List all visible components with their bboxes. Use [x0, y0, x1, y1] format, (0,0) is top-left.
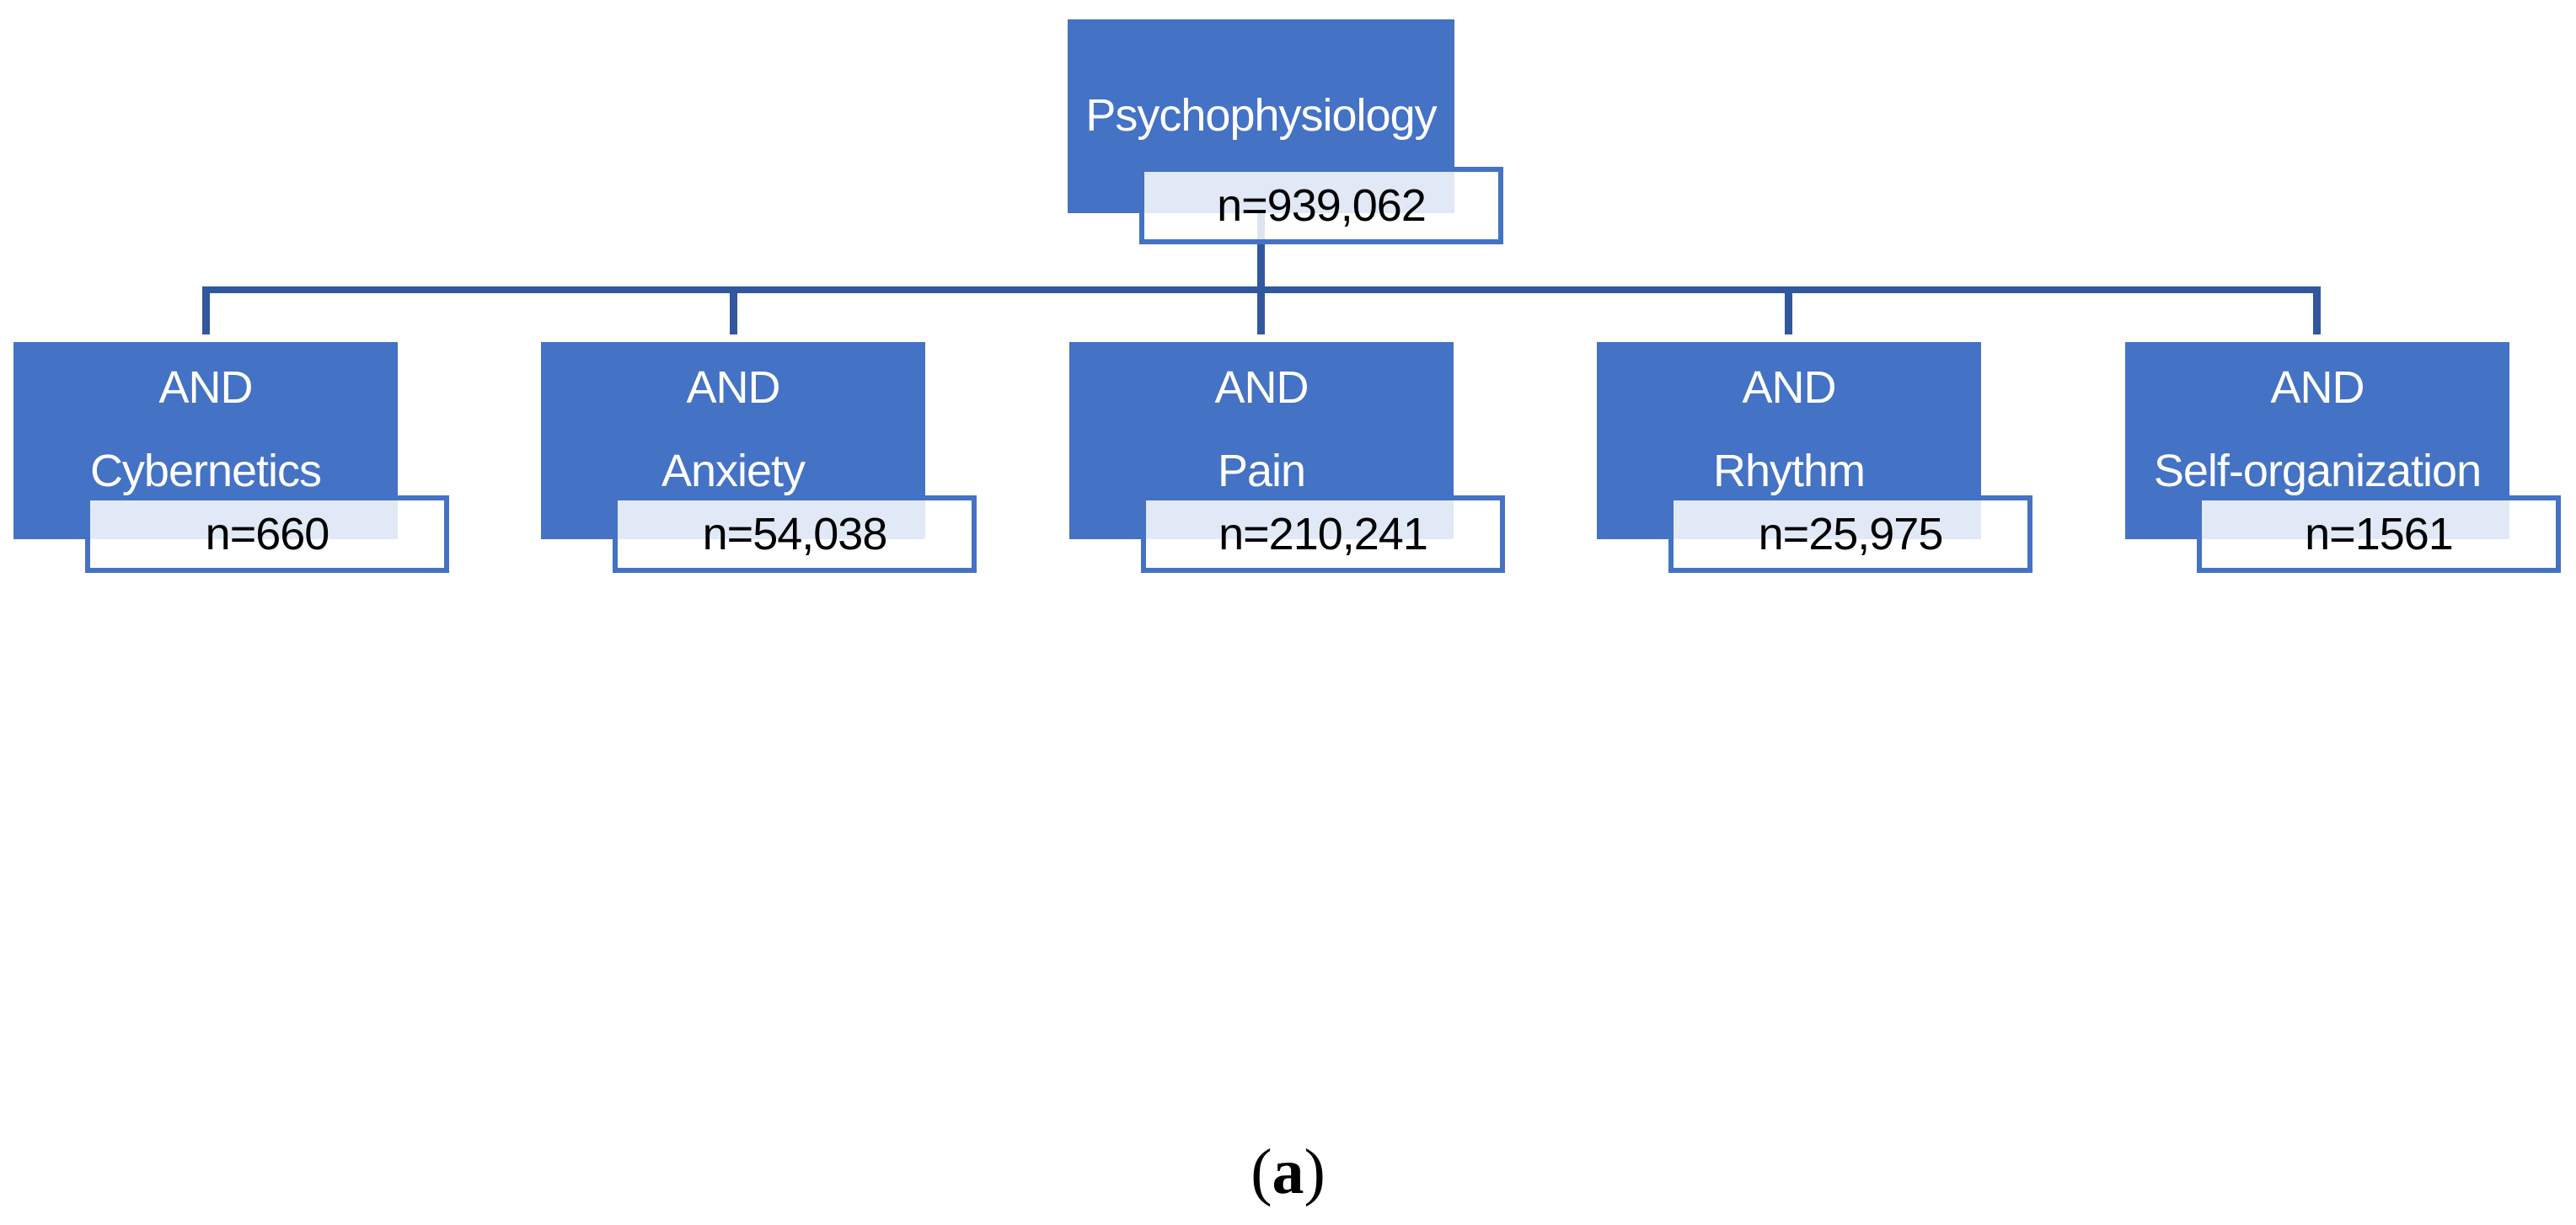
connector-stem-anxiety — [730, 286, 737, 334]
node-self-organization-term: Self-organization — [2153, 446, 2482, 496]
node-root: Psychophysiology n=939,062 — [1068, 19, 1503, 247]
node-root-count-box: n=939,062 — [1139, 167, 1503, 244]
connector-stem-pain — [1257, 286, 1265, 334]
node-pain: AND Pain n=210,241 — [1069, 342, 1505, 578]
node-rhythm-term: Rhythm — [1712, 446, 1866, 496]
figure-caption-close: ) — [1304, 1137, 1325, 1207]
node-self-organization-count: n=1561 — [2305, 509, 2454, 559]
figure-caption: (a) — [0, 1136, 2576, 1209]
node-anxiety-count: n=54,038 — [702, 509, 888, 559]
node-rhythm-count-box: n=25,975 — [1668, 495, 2032, 573]
node-anxiety-operator: AND — [686, 361, 780, 413]
node-pain-count: n=210,241 — [1218, 509, 1428, 559]
node-rhythm-count: n=25,975 — [1758, 509, 1944, 559]
node-pain-count-box: n=210,241 — [1141, 495, 1505, 573]
node-cybernetics-count-box: n=660 — [85, 495, 449, 573]
node-rhythm: AND Rhythm n=25,975 — [1597, 342, 2032, 578]
node-cybernetics-operator: AND — [158, 361, 253, 413]
node-self-organization-operator: AND — [2270, 361, 2364, 413]
node-anxiety-count-box: n=54,038 — [613, 495, 977, 573]
node-pain-term: Pain — [1217, 446, 1306, 496]
node-cybernetics: AND Cybernetics n=660 — [13, 342, 449, 578]
connector-stem-rhythm — [1785, 286, 1792, 334]
node-anxiety: AND Anxiety n=54,038 — [541, 342, 977, 578]
node-root-count: n=939,062 — [1217, 180, 1427, 231]
node-rhythm-operator: AND — [1742, 361, 1836, 413]
node-cybernetics-term: Cybernetics — [89, 446, 322, 496]
connector-stem-cybernetics — [202, 286, 210, 334]
connector-stem-self-organization — [2313, 286, 2321, 334]
node-root-label: Psychophysiology — [1085, 90, 1437, 142]
figure-caption-letter: a — [1272, 1137, 1304, 1207]
node-anxiety-term: Anxiety — [661, 446, 806, 496]
node-cybernetics-count: n=660 — [205, 509, 330, 559]
figure-caption-open: ( — [1251, 1137, 1272, 1207]
node-self-organization: AND Self-organization n=1561 — [2125, 342, 2561, 578]
connector-root-stem — [1257, 211, 1265, 293]
node-self-organization-count-box: n=1561 — [2197, 495, 2561, 573]
node-pain-operator: AND — [1214, 361, 1309, 413]
